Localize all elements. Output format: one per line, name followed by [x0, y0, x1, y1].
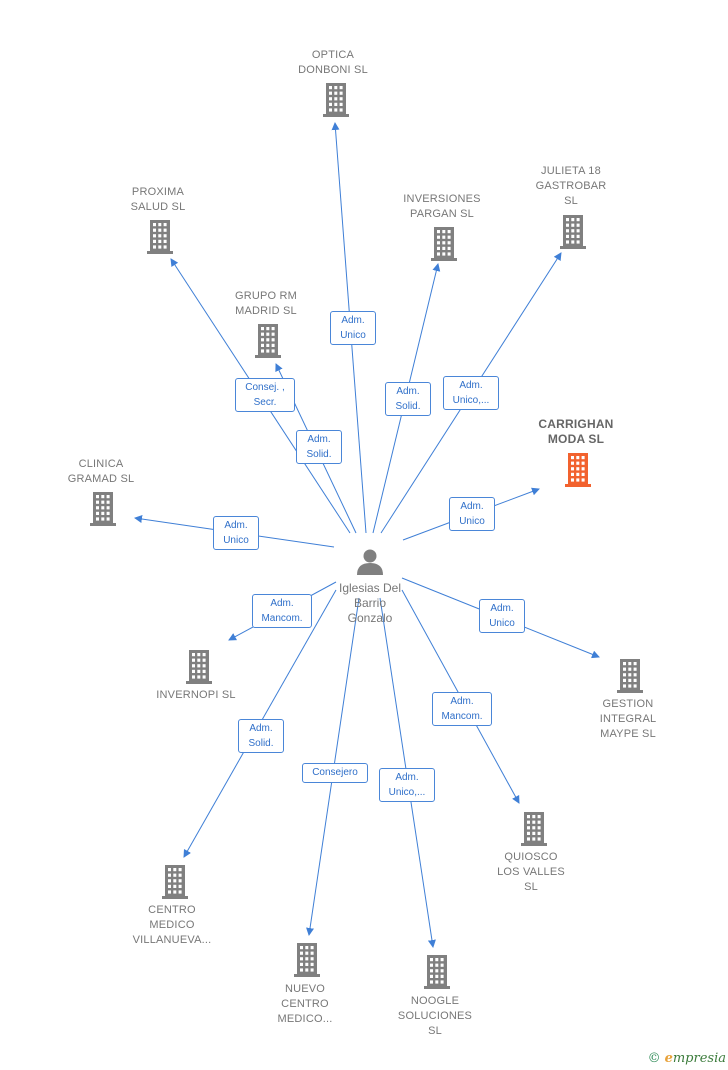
role-box-grupo[interactable]: Adm. Solid.	[296, 430, 342, 464]
company-label-optica[interactable]: OPTICA DONBONI SL	[298, 49, 368, 76]
role-box-inversiones[interactable]: Adm. Solid.	[385, 382, 431, 416]
copyright-icon: ©	[647, 1051, 661, 1066]
role-box-invernopi[interactable]: Adm. Mancom.	[252, 594, 312, 628]
company-label-nuevo[interactable]: NUEVO CENTRO MEDICO...	[277, 983, 333, 1025]
empresia-brand[interactable]: ©empresia	[648, 1051, 726, 1066]
company-label-julieta[interactable]: JULIETA 18 GASTROBAR SL	[535, 165, 607, 207]
role-box-quiosco[interactable]: Adm. Mancom.	[432, 692, 492, 726]
building-icon-carrighan[interactable]	[565, 453, 591, 487]
person-icon[interactable]	[357, 549, 383, 576]
role-box-optica[interactable]: Adm. Unico	[330, 311, 376, 345]
role-box-gestion[interactable]: Adm. Unico	[479, 599, 525, 633]
building-icon-optica[interactable]	[323, 83, 349, 117]
company-label-clinica[interactable]: CLINICA GRAMAD SL	[67, 458, 135, 485]
brand-e-letter: e	[664, 1051, 673, 1066]
company-label-gestion[interactable]: GESTION INTEGRAL MAYPE SL	[599, 698, 657, 740]
role-box-noogle[interactable]: Adm. Unico,...	[379, 768, 435, 802]
building-icon-grupo[interactable]	[255, 324, 281, 358]
company-label-proxima[interactable]: PROXIMA SALUD SL	[130, 186, 186, 213]
person-name[interactable]: Iglesias Del Barrio Gonzalo	[338, 581, 402, 625]
building-icon-gestion[interactable]	[617, 659, 643, 693]
role-box-clinica[interactable]: Adm. Unico	[213, 516, 259, 550]
company-label-invernopi[interactable]: INVERNOPI SL	[156, 689, 236, 701]
company-label-noogle[interactable]: NOOGLE SOLUCIONES SL	[397, 995, 473, 1037]
building-icon-julieta[interactable]	[560, 215, 586, 249]
role-box-centro_medico[interactable]: Adm. Solid.	[238, 719, 284, 753]
role-box-julieta[interactable]: Adm. Unico,...	[443, 376, 499, 410]
company-label-carrighan[interactable]: CARRIGHAN MODA SL	[538, 417, 614, 446]
role-box-carrighan[interactable]: Adm. Unico	[449, 497, 495, 531]
role-box-proxima[interactable]: Consej. , Secr.	[235, 378, 295, 412]
building-icon-clinica[interactable]	[90, 492, 116, 526]
brand-name: mpresia	[672, 1051, 726, 1066]
building-icon-proxima[interactable]	[147, 220, 173, 254]
building-icon-noogle[interactable]	[424, 955, 450, 989]
building-icon-centro_medico[interactable]	[162, 865, 188, 899]
company-label-inversiones[interactable]: INVERSIONES PARGAN SL	[403, 193, 481, 220]
building-icon-invernopi[interactable]	[186, 650, 212, 684]
building-icon-inversiones[interactable]	[431, 227, 457, 261]
building-icon-quiosco[interactable]	[521, 812, 547, 846]
role-box-nuevo[interactable]: Consejero	[302, 763, 368, 783]
company-label-quiosco[interactable]: QUIOSCO LOS VALLES SL	[497, 851, 565, 893]
company-label-centro_medico[interactable]: CENTRO MEDICO VILLANUEVA...	[132, 904, 212, 946]
building-icon-nuevo[interactable]	[294, 943, 320, 977]
company-label-grupo[interactable]: GRUPO RM MADRID SL	[234, 290, 298, 317]
